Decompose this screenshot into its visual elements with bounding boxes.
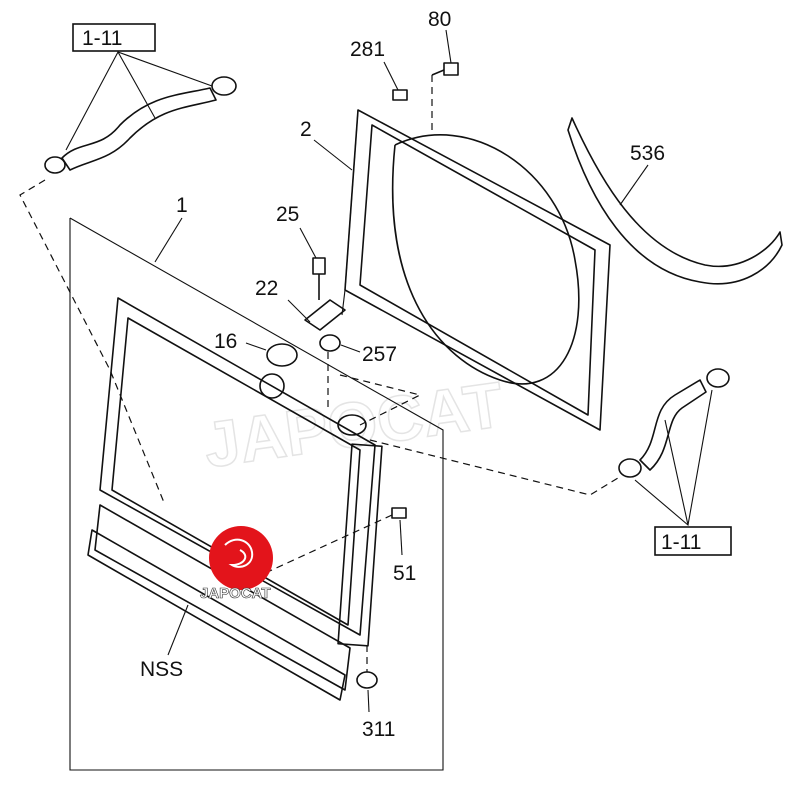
bracket-22: [304, 299, 346, 331]
fan-shroud: [341, 109, 611, 431]
callout-1: 1: [176, 194, 188, 217]
nut-281: [392, 89, 408, 101]
callout-536: 536: [630, 142, 665, 165]
svg-text:JAPOCAT: JAPOCAT: [200, 585, 271, 602]
drain-plug-311: [356, 671, 378, 689]
callout-80: 80: [428, 8, 451, 31]
callout-16: 16: [214, 330, 237, 353]
radiator-cap-16: [266, 343, 298, 367]
callout-51: 51: [393, 562, 416, 585]
callout-311: 311: [362, 718, 395, 741]
callout-nss: NSS: [140, 658, 183, 681]
callout-2: 2: [300, 118, 312, 141]
ref-box-bottom[interactable]: [654, 526, 732, 556]
bolt-51: [391, 507, 407, 519]
ref-box-top[interactable]: [72, 23, 156, 52]
callout-281: 281: [350, 38, 385, 61]
radiator: [87, 297, 383, 701]
callout-257: 257: [362, 343, 397, 366]
shroud-band-536: [567, 117, 783, 285]
lower-hose: [618, 368, 730, 478]
grommet-257: [319, 334, 341, 352]
ref-label-bottom: 1-11: [661, 531, 701, 554]
bolt-25: [312, 257, 326, 275]
ref-label-top: 1-11: [82, 27, 122, 50]
bolt-80: [431, 62, 459, 76]
callout-22: 22: [255, 277, 278, 300]
japocat-logo: JAPOCAT: [200, 526, 273, 602]
assembly-frame: [69, 217, 444, 771]
callout-25: 25: [276, 203, 299, 226]
